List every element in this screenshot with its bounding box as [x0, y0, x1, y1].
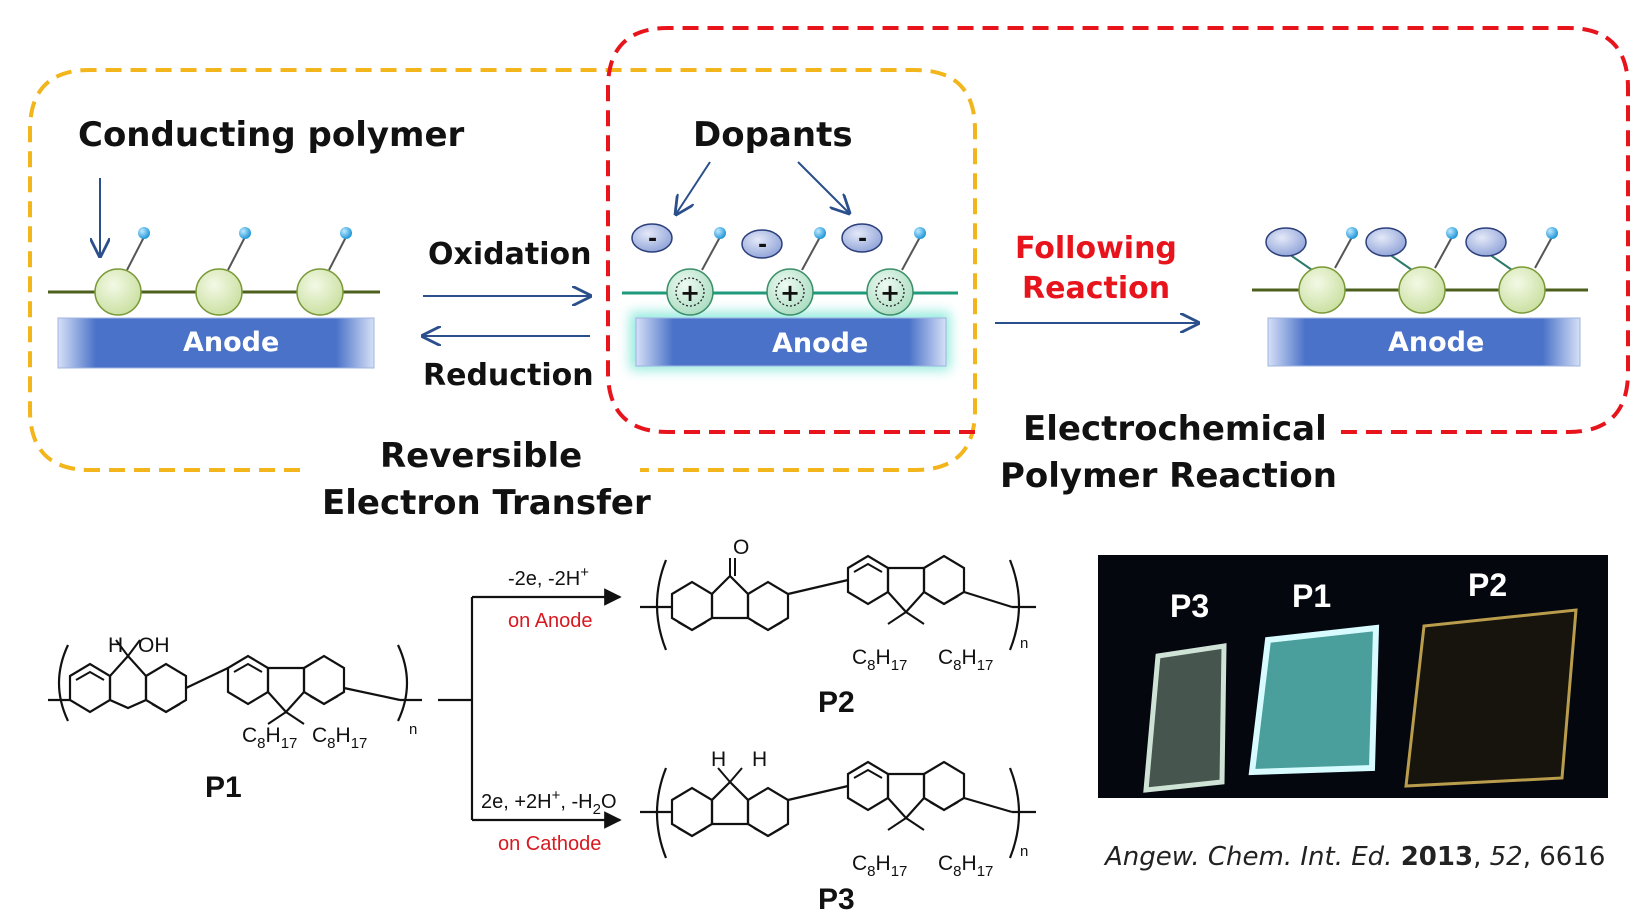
repeat-n: n	[409, 721, 417, 738]
functionalized-monomer	[1265, 227, 1358, 314]
photo-p3-label: P3	[1170, 588, 1209, 624]
svg-text:C8H17: C8H17	[852, 646, 907, 674]
p3-label: P3	[818, 883, 855, 916]
anode-label: Anode	[1388, 327, 1484, 358]
anode-electrode	[635, 317, 947, 367]
dopant-anion: -	[631, 223, 673, 253]
minus-sign: -	[858, 227, 867, 252]
anode-conditions: -2e, -2H+	[508, 564, 589, 590]
reversible-label-2: Electron Transfer	[322, 483, 651, 523]
electrochemical-label-1: Electrochemical	[1023, 409, 1327, 449]
oxidation-label: Oxidation	[428, 237, 591, 272]
anode-electrode	[57, 317, 375, 369]
reduction-label: Reduction	[423, 358, 594, 393]
hydrogen-label: H	[711, 748, 726, 771]
svg-text:C8H17: C8H17	[938, 646, 993, 674]
p1-label: P1	[205, 771, 242, 804]
hydroxyl-label: OH	[138, 634, 170, 657]
hydrogen-label: H	[108, 634, 123, 657]
neutral-polymer-panel: Anode	[48, 227, 380, 369]
p1-film	[1248, 624, 1380, 776]
dopant-anion: -	[741, 229, 783, 259]
p2-structure: O C8H17 C8H17 n	[640, 536, 1036, 674]
dopants-label: Dopants	[693, 115, 853, 155]
hydrogen-label: H	[752, 748, 767, 771]
photo-p2-label: P2	[1468, 567, 1507, 603]
anode-label: Anode	[183, 327, 279, 358]
svg-text:C8H17: C8H17	[242, 724, 297, 752]
citation-journal: Angew. Chem. Int. Ed.	[1105, 842, 1393, 872]
svg-text:C8H17: C8H17	[312, 724, 367, 752]
photo-p1-label: P1	[1292, 578, 1331, 614]
oxidized-monomer: +	[666, 227, 726, 316]
dopant-anion: -	[841, 223, 883, 253]
p2-alkyl-labels: C8H17 C8H17	[852, 646, 993, 674]
p2-film	[1404, 608, 1578, 788]
reversible-label-1: Reversible	[380, 436, 582, 476]
monomer-unit	[94, 227, 150, 316]
citation-page: 6616	[1539, 842, 1606, 872]
functionalized-monomer	[1465, 227, 1558, 314]
anode-label: Anode	[772, 328, 868, 359]
citation-volume: 52	[1489, 842, 1523, 872]
oxidized-monomer: +	[766, 227, 826, 316]
monomer-unit	[296, 227, 352, 316]
on-anode-label: on Anode	[508, 610, 593, 632]
repeat-n: n	[1020, 843, 1028, 860]
p3-alkyl-labels: C8H17 C8H17	[852, 852, 993, 880]
citation: Angew. Chem. Int. Ed. 2013, 52, 6616	[1105, 842, 1606, 872]
on-cathode-label: on Cathode	[498, 833, 601, 855]
anode-electrode	[1267, 317, 1581, 367]
electrochemical-label-2: Polymer Reaction	[1000, 456, 1337, 496]
oxidized-polymer-panel: Anode + + + - -	[622, 223, 958, 370]
plus-sign: +	[880, 279, 900, 307]
oxygen-label: O	[733, 536, 749, 559]
plus-sign: +	[780, 279, 800, 307]
svg-text:C8H17: C8H17	[938, 852, 993, 880]
functionalized-monomer	[1365, 227, 1458, 314]
minus-sign: -	[758, 233, 767, 258]
repeat-n: n	[1020, 635, 1028, 652]
cathode-conditions: 2e, +2H+, -H2O	[481, 787, 617, 818]
dopant-pointer-arrow-right	[797, 161, 849, 213]
p1-structure: H OH C8H17 C8H17 n	[48, 634, 422, 752]
plus-sign: +	[680, 279, 700, 307]
citation-year: 2013	[1400, 842, 1474, 872]
film-photo: P3 P1 P2	[1098, 555, 1608, 798]
minus-sign: -	[648, 227, 657, 252]
svg-text:C8H17: C8H17	[852, 852, 907, 880]
p3-film	[1143, 643, 1227, 793]
reacted-polymer-panel: Anode	[1252, 227, 1588, 367]
p3-structure: H H C8H17 C8H17 n	[640, 748, 1036, 880]
reaction-box	[606, 26, 1630, 434]
p1-alkyl-labels: C8H17 C8H17	[242, 724, 367, 752]
monomer-unit	[195, 227, 251, 316]
conducting-polymer-label: Conducting polymer	[78, 115, 465, 155]
following-label-2: Reaction	[1022, 271, 1170, 306]
oxidized-monomer: +	[866, 227, 926, 316]
dopant-pointer-arrow-left	[676, 161, 711, 214]
following-label-1: Following	[1015, 231, 1177, 266]
p2-label: P2	[818, 686, 855, 719]
